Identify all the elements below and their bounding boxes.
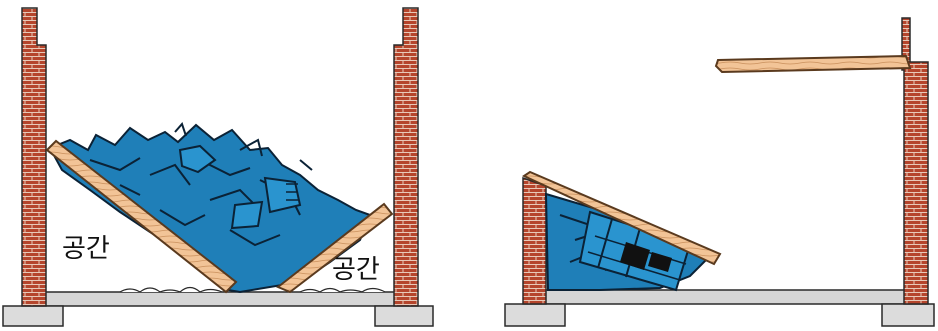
panel-v-shape-collapse: 공간 공간 — [3, 8, 433, 326]
footing-left — [3, 306, 63, 326]
floor-rubble-right — [300, 289, 385, 293]
remaining-beam — [716, 56, 910, 72]
floor-rubble-left — [120, 288, 222, 293]
footing-right — [375, 306, 433, 326]
footing-left — [505, 304, 565, 326]
void-label-right: 공간 — [332, 255, 380, 285]
floor-slab — [45, 292, 395, 306]
panel-lean-to-collapse — [505, 18, 934, 326]
footing-right — [882, 304, 934, 326]
brick-wall-left — [523, 178, 546, 304]
brick-wall-right — [394, 8, 418, 306]
floor-slab — [545, 290, 905, 304]
brick-wall-left — [22, 8, 46, 306]
void-label-left: 공간 — [62, 234, 110, 264]
